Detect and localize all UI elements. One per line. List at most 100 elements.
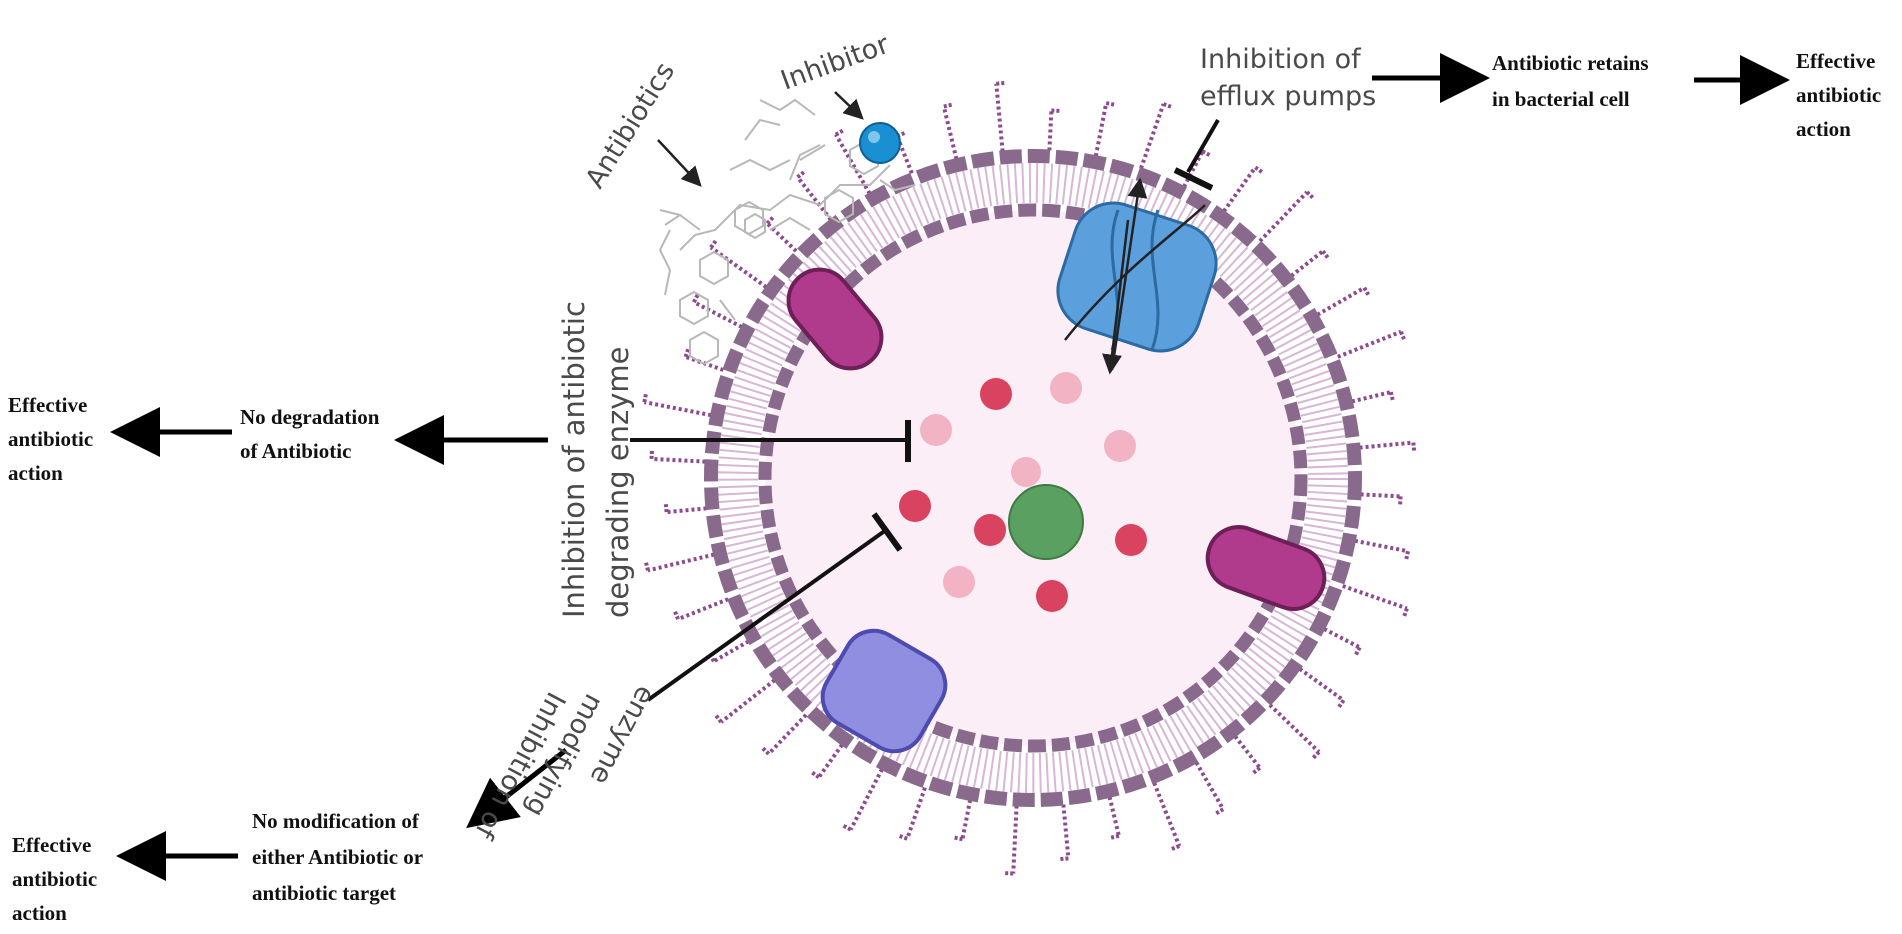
retains-label-line1: Antibiotic retains	[1492, 51, 1649, 75]
lps-chain	[1351, 390, 1392, 404]
lps-chain-tip	[714, 714, 723, 724]
lps-chain	[1107, 796, 1121, 837]
lps-chain	[848, 768, 884, 831]
lps-chain-tip	[692, 294, 700, 304]
lps-chain-tip	[709, 239, 718, 249]
lps-chain-tip	[1388, 391, 1395, 401]
lps-chain-tip	[1402, 607, 1409, 617]
lps-chain-tip	[943, 102, 953, 109]
lps-chain-tip	[796, 170, 806, 179]
lps-chain	[1298, 667, 1345, 702]
efflux-inhibition-bar	[1173, 167, 1214, 191]
inhibitor-sphere	[859, 122, 901, 164]
lps-chain	[1268, 703, 1321, 754]
lps-chain	[895, 135, 914, 174]
antibiotic-molecule	[1011, 457, 1041, 487]
efflux-in-arrow	[1102, 219, 1130, 375]
antibiotic-molecule	[1104, 430, 1136, 462]
degrading-label-line2: degrading enzyme	[601, 346, 635, 618]
lps-chain	[1139, 103, 1166, 169]
modifying-inhibition-bar	[871, 512, 903, 552]
inhibitor-label: Inhibitor	[777, 29, 894, 97]
lps-chain	[1337, 329, 1402, 359]
lps-chain	[1360, 492, 1401, 499]
lps-chain-tip	[1411, 442, 1417, 451]
lps-chain	[1290, 249, 1325, 278]
effective-bottom-line3: action	[12, 901, 67, 925]
lps-chain	[719, 678, 776, 724]
efflux-label-line2: efflux pumps	[1200, 81, 1376, 112]
modifying-inhibition-line	[646, 528, 888, 702]
lps-chain-tip	[834, 128, 844, 137]
effective-bottom-line1: Effective	[12, 833, 91, 857]
lps-chain	[1233, 735, 1262, 770]
lps-chain	[1258, 190, 1309, 243]
lps-chain	[647, 552, 715, 573]
inhibitor-pointer-arrow	[834, 91, 864, 120]
lps-chain-tip	[1254, 165, 1263, 174]
no-degradation-line2: of Antibiotic	[240, 439, 351, 463]
antibiotic-structure	[658, 98, 916, 366]
membrane-lipid-tails	[718, 163, 1348, 793]
antibiotic-molecule	[1050, 372, 1082, 404]
lps-chain-tip	[1105, 101, 1115, 107]
lps-chain	[709, 245, 768, 289]
lps-chain	[765, 221, 798, 253]
lps-chain-tip	[1311, 750, 1321, 760]
lps-chain-tip	[1215, 807, 1225, 815]
lps-chain	[692, 300, 743, 329]
antibiotic-molecule	[920, 414, 952, 446]
inhibitor-highlight	[868, 131, 880, 143]
antibiotic-molecule	[1036, 580, 1068, 612]
lps-chain	[1093, 102, 1109, 157]
no-modification-line2: either Antibiotic or	[252, 845, 423, 869]
effective-right-line1: Effective	[1796, 49, 1875, 73]
lps-chain	[666, 506, 707, 515]
lps-chain-tip	[1404, 550, 1410, 560]
no-modification-line3: antibiotic target	[252, 881, 396, 905]
effective-left-line2: antibiotic	[8, 427, 93, 451]
lps-chain	[1359, 440, 1414, 450]
lps-chains	[642, 80, 1417, 876]
lps-chain-tip	[642, 393, 648, 403]
lps-chain-tip	[761, 746, 771, 756]
lps-chain-tip	[1171, 844, 1181, 851]
antibiotic-molecule	[980, 378, 1012, 410]
lps-chain-tip	[1162, 102, 1172, 109]
no-degradation-line1: No degradation	[240, 405, 380, 429]
arrow-to-no-modification	[466, 748, 568, 829]
effective-left-line3: action	[8, 461, 63, 485]
lps-chain	[1047, 110, 1054, 151]
effective-bottom-line2: antibiotic	[12, 867, 97, 891]
retains-label-line2: in bacterial cell	[1492, 87, 1630, 111]
lps-chain-tip	[1321, 249, 1330, 259]
lps-chain	[1222, 166, 1257, 213]
lps-chain	[643, 400, 712, 418]
lps-chain-tip	[996, 80, 1005, 86]
degrading-label-line1: Inhibition of antibiotic	[557, 301, 591, 618]
lps-chain	[817, 743, 844, 779]
lps-chain	[905, 787, 927, 840]
lps-chain	[1342, 584, 1408, 611]
outer-membrane	[704, 149, 1362, 807]
lps-chain-tip	[842, 824, 852, 832]
effective-left-line1: Effective	[8, 393, 87, 417]
lps-chain	[994, 83, 1005, 152]
lps-chain	[767, 713, 808, 756]
antibiotics-label: Antibiotics	[580, 57, 681, 194]
antibiotic-molecule	[899, 490, 931, 522]
antibiotic-molecule	[974, 514, 1006, 546]
lps-chain	[834, 133, 872, 195]
lps-chain	[1182, 150, 1205, 188]
lps-chain	[960, 799, 973, 840]
effective-right-line3: action	[1796, 117, 1851, 141]
lps-chain-tip	[663, 503, 669, 513]
no-modification-line1: No modification of	[252, 809, 420, 833]
antibiotic-molecule	[943, 566, 975, 598]
efflux-inhibition-line	[1186, 119, 1220, 173]
efflux-curve	[1064, 204, 1206, 341]
lps-chain	[1061, 804, 1071, 859]
lps-chain-tip	[1305, 190, 1315, 200]
